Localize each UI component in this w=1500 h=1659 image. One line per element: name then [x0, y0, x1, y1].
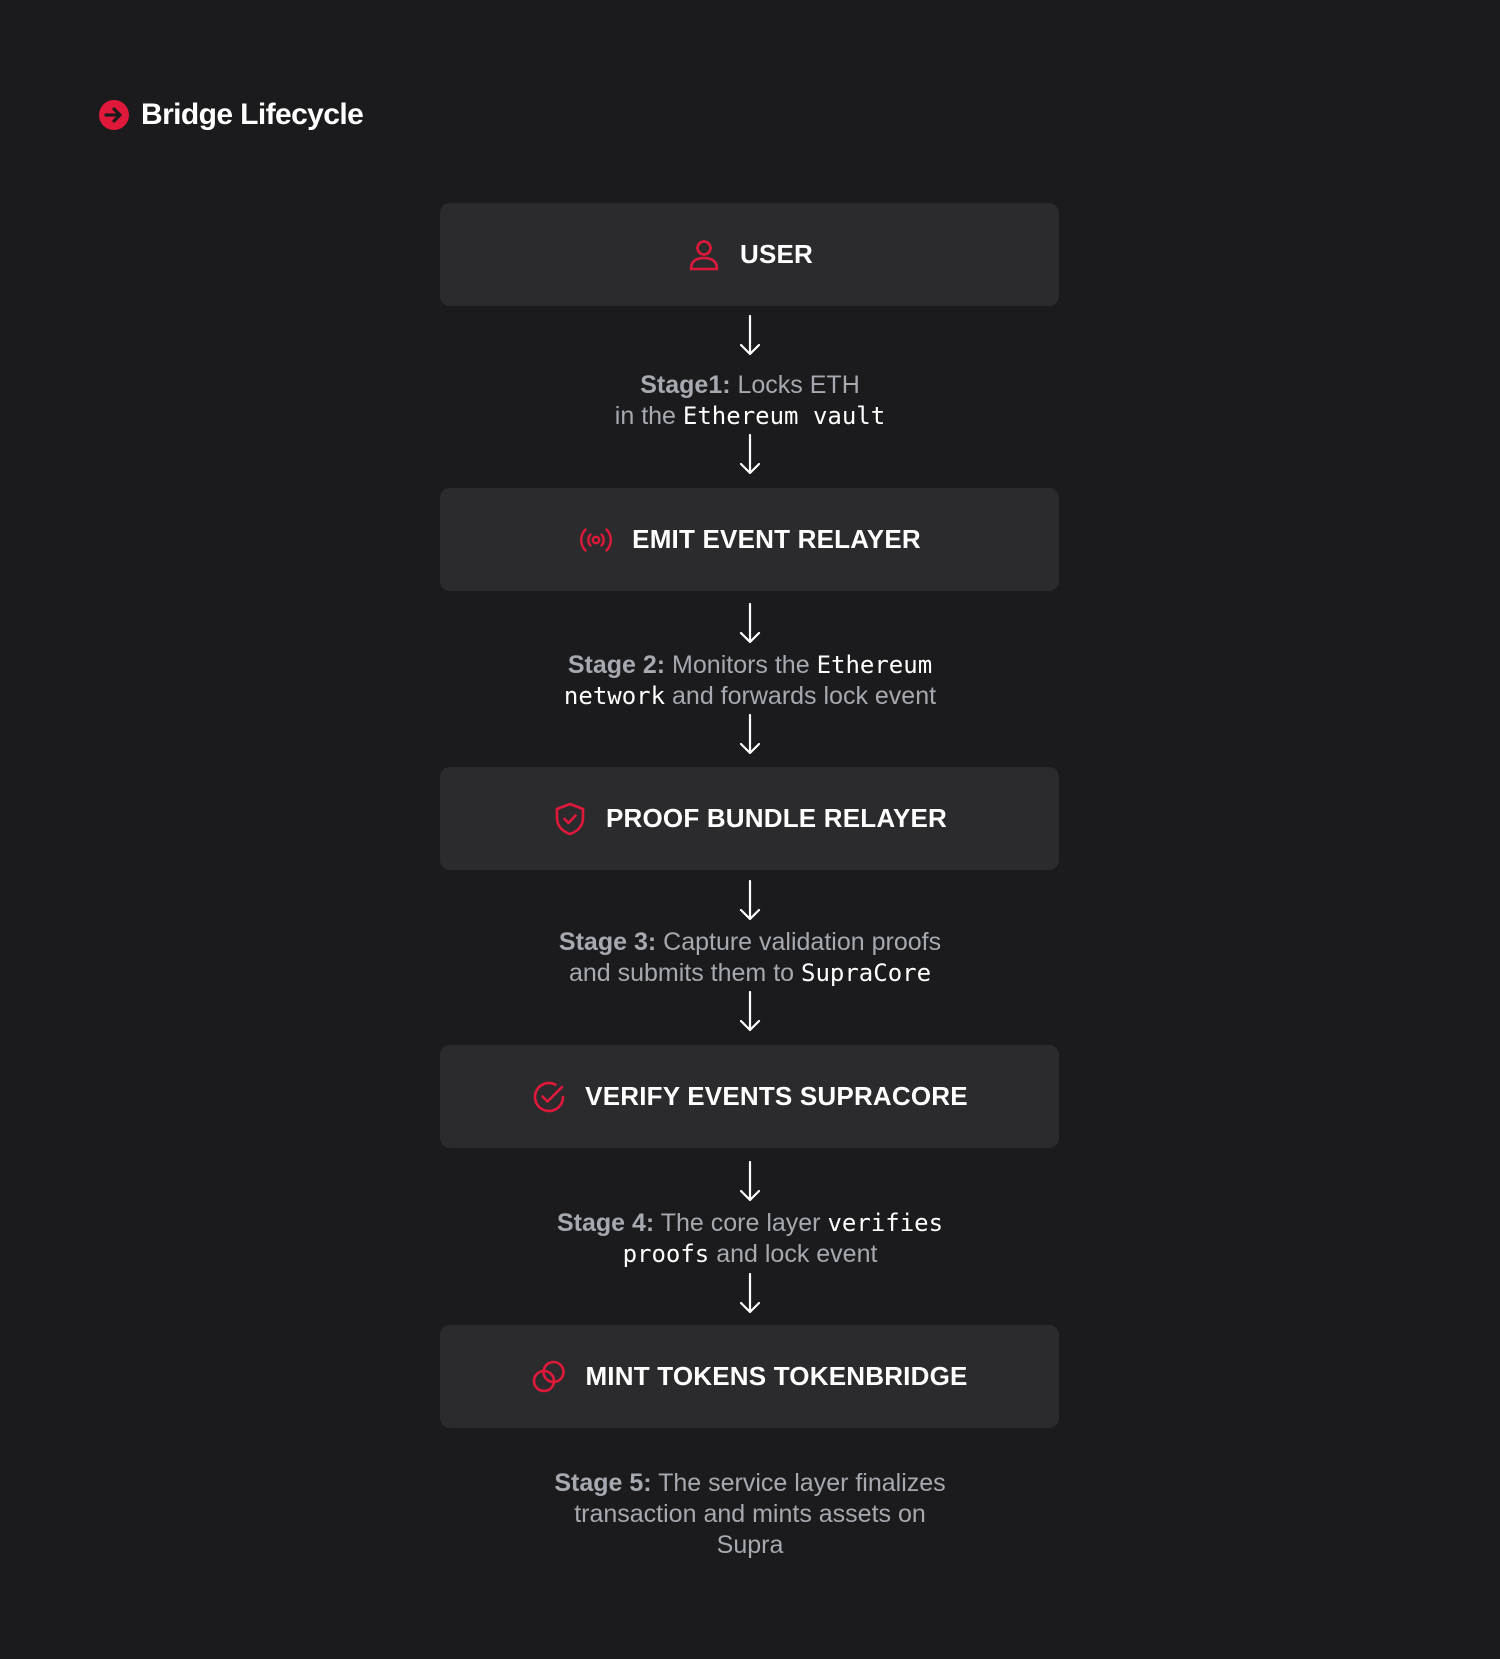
node-user: USER: [440, 203, 1059, 306]
arrow-down-icon: [739, 602, 761, 644]
node-proof-bundle-relayer: PROOF BUNDLE RELAYER: [440, 767, 1059, 870]
stage-2-description: Stage 2: Monitors the Ethereum network a…: [563, 651, 937, 710]
check-circle-icon: [533, 1081, 565, 1112]
node-label: VERIFY EVENTS SUPRACORE: [585, 1081, 968, 1111]
stage-tag: Stage 5:: [554, 1469, 652, 1497]
arrow-down-icon: [739, 433, 761, 475]
arrow-circle-right-icon: [99, 100, 129, 130]
stage-tag: Stage 3:: [558, 928, 657, 956]
node-label: EMIT EVENT RELAYER: [632, 524, 921, 554]
stage-tag: Stage 2:: [567, 651, 666, 679]
linked-circles-icon: [533, 1360, 566, 1392]
node-label: USER: [739, 239, 814, 269]
arrow-down-icon: [739, 713, 761, 755]
arrow-down-icon: [739, 990, 761, 1032]
arrow-down-icon: [739, 879, 761, 921]
node-emit-event-relayer: EMIT EVENT RELAYER: [440, 488, 1059, 591]
stage-5-description: Stage 5: The service layer finalizes tra…: [554, 1469, 946, 1559]
arrow-down-icon: [739, 1272, 761, 1314]
stage-tag: Stage 4:: [556, 1209, 655, 1237]
stage-1-description: Stage1: Locks ETH in the Ethereum vault: [614, 371, 886, 430]
node-mint-tokens-tokenbridge: MINT TOKENS TOKENBRIDGE: [440, 1325, 1059, 1428]
page-title: Bridge Lifecycle: [141, 98, 364, 131]
broadcast-icon: [580, 527, 613, 552]
stage-3-description: Stage 3: Capture validation proofs and s…: [558, 928, 942, 987]
node-label: PROOF BUNDLE RELAYER: [605, 803, 948, 833]
arrow-down-icon: [739, 314, 761, 356]
node-label: MINT TOKENS TOKENBRIDGE: [585, 1361, 968, 1391]
user-icon: [689, 239, 719, 270]
arrow-down-icon: [739, 1160, 761, 1202]
node-verify-events-supracore: VERIFY EVENTS SUPRACORE: [440, 1045, 1059, 1148]
stage-tag: Stage1:: [640, 371, 731, 399]
diagram-header: Bridge Lifecycle: [98, 96, 364, 134]
shield-check-icon: [555, 802, 585, 835]
stage-4-description: Stage 4: The core layer verifies proofs …: [556, 1209, 944, 1268]
